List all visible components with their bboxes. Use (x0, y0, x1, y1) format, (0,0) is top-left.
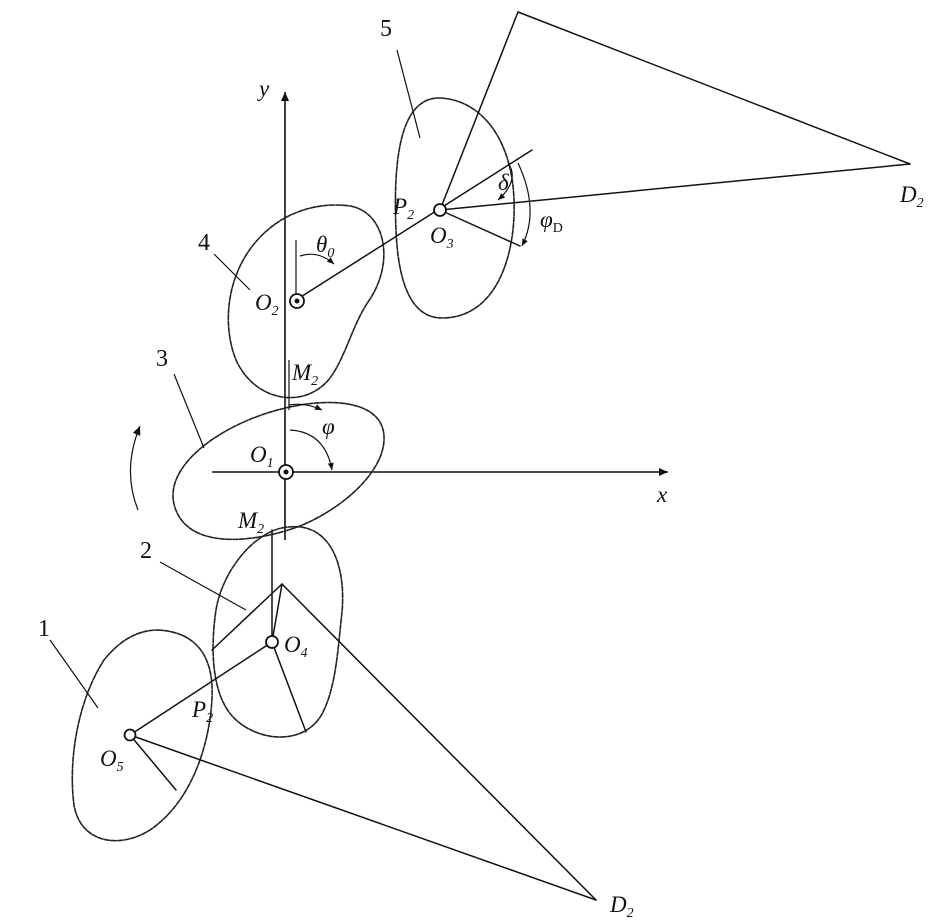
gear-1-outline (71, 629, 213, 842)
phi-arc-top (288, 403, 323, 411)
pivot-o5 (123, 728, 137, 742)
part-5-label: 5 (380, 16, 392, 42)
label-phi-d: φD (540, 207, 563, 236)
radius-o4-down (271, 641, 307, 733)
label-m2-top: M2 (291, 360, 318, 389)
pivot-o4 (265, 635, 279, 649)
leader-part-2 (159, 561, 247, 611)
part-3-label: 3 (156, 346, 168, 372)
gear-5-outline (394, 97, 515, 319)
leader-part-5 (396, 49, 421, 139)
label-d2-top: D2 (899, 182, 924, 211)
rotation-direction-arrow (129, 425, 141, 511)
label-phi: φ (322, 414, 335, 439)
label-p2-bottom: P2 (191, 697, 213, 726)
radius-o4-up (271, 583, 283, 643)
triangle-bottom-edge-3 (211, 583, 283, 651)
y-axis-label: y (257, 76, 270, 101)
radius-o5-down (129, 734, 177, 791)
label-o1: O1 (250, 442, 274, 471)
link-o2-o3 (295, 149, 533, 301)
label-d2-bottom: D2 (609, 892, 634, 921)
part-1-label: 1 (38, 616, 50, 642)
leader-part-1 (49, 639, 99, 709)
triangle-top-edge-1 (439, 11, 519, 211)
label-p2-top: P2 (392, 194, 414, 223)
label-o4: O4 (284, 632, 308, 661)
label-m2-bottom: M2 (237, 508, 264, 537)
triangle-bottom-edge-1 (281, 583, 597, 901)
radius-o3-lower (439, 209, 521, 247)
triangle-bottom-edge-2 (129, 734, 597, 901)
phi-d-arc (517, 162, 531, 247)
pivot-o2 (289, 293, 305, 309)
label-delta: δ (498, 170, 509, 195)
pivot-o3 (433, 203, 447, 217)
part-4-label: 4 (198, 230, 210, 256)
triangle-top-edge-3 (439, 163, 911, 211)
phi-arc (289, 429, 334, 471)
x-axis-label: x (656, 482, 668, 507)
label-o3: O3 (430, 223, 454, 252)
theta0-arc (299, 253, 335, 265)
gear-2-outline (212, 525, 344, 738)
leader-part-4 (213, 253, 251, 291)
delta-arc (497, 162, 513, 201)
leader-part-3 (173, 373, 205, 449)
label-theta0: θ0 (316, 232, 334, 261)
label-o2: O2 (255, 290, 279, 319)
triangle-top-edge-2 (517, 11, 911, 165)
pivot-o1 (278, 464, 294, 480)
part-2-label: 2 (140, 538, 152, 564)
label-o5: O5 (100, 746, 124, 775)
link-o4-o5 (129, 641, 273, 736)
gear-4-outline (227, 204, 385, 399)
gear-3-outline (172, 401, 385, 541)
